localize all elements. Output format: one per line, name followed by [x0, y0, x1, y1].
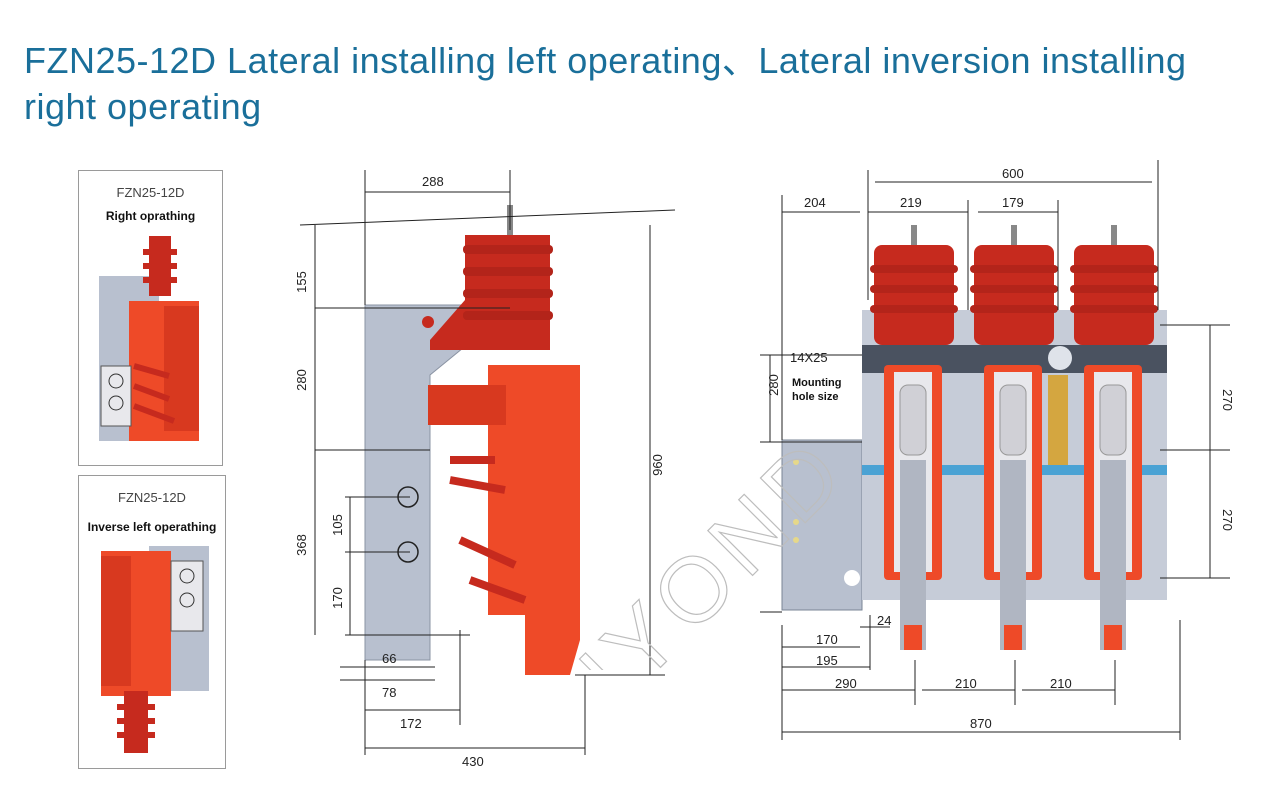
dim-gap-24: 24: [877, 613, 891, 628]
vacuum-interrupter: [899, 384, 927, 456]
dim-hole-spacing: 105: [330, 514, 345, 536]
dim-left-height: 280: [766, 374, 781, 396]
dim-total-depth: 430: [462, 754, 484, 769]
page-title: FZN25-12D Lateral installing left operat…: [24, 40, 1187, 127]
dim-offset-66: 66: [382, 651, 396, 666]
dim-offset-78: 78: [382, 685, 396, 700]
dim-pitch-210-b: 210: [1050, 676, 1072, 691]
thumbnail-caption: Right oprathing: [105, 209, 196, 223]
dim-left-offset: 204: [804, 195, 826, 210]
vacuum-interrupter: [1099, 384, 1127, 456]
dim-pitch-210-a: 210: [955, 676, 977, 691]
dim-total-height: 960: [650, 454, 665, 476]
dim-hole-bottom: 170: [330, 587, 345, 609]
dim-overall-bottom: 870: [970, 716, 992, 731]
dimension-lines: [299, 170, 676, 755]
spring-mechanism: [1048, 375, 1068, 465]
dim-right-upper: 270: [1220, 389, 1235, 411]
front-view-drawing: 600 204 219 179 280 368 270 270 14X25 Mo…: [760, 160, 1235, 740]
dim-pitch-a: 219: [900, 195, 922, 210]
insulator-icon: [1070, 225, 1158, 345]
thumbnail-model: FZN25-12D: [118, 490, 186, 505]
dim-pitch-b: 179: [1002, 195, 1024, 210]
dim-mid-height: 280: [294, 369, 309, 391]
dim-right-lower: 270: [1220, 509, 1235, 531]
dim-w-195: 195: [816, 653, 838, 668]
thumbnail-model: FZN25-12D: [116, 185, 185, 200]
insulator-icon: [117, 691, 155, 753]
thumbnail-inverse-left: FZN25-12D Inverse left operathing: [78, 475, 226, 769]
thumbnail-drawing: [99, 236, 199, 441]
dim-top-height: 155: [294, 271, 309, 293]
phase-3: [1070, 225, 1158, 650]
dim-lower-height: 368: [294, 534, 309, 556]
hole-label-line2: hole size: [792, 391, 838, 403]
insulator-icon: [430, 205, 553, 350]
dim-w-290: 290: [835, 676, 857, 691]
phase-2: [970, 225, 1058, 650]
dim-base-172: 172: [400, 716, 422, 731]
dimension-lines: [760, 160, 1230, 740]
phase-1: [870, 225, 958, 650]
vacuum-interrupter: [999, 384, 1027, 456]
hole-size-value: 14X25: [790, 350, 828, 365]
hole-label-line1: Mounting: [792, 377, 841, 389]
dim-w-170: 170: [816, 632, 838, 647]
insulator-icon: [143, 236, 177, 296]
side-view-drawing: 288 155 280 368 105 170 960 66 78 172 43…: [294, 170, 676, 769]
insulator-icon: [970, 225, 1058, 345]
dim-overall-top: 600: [1002, 166, 1024, 181]
switch-box: [170, 560, 204, 632]
thumbnail-drawing: [101, 546, 209, 753]
thumbnail-caption: Inverse left operathing: [87, 520, 217, 534]
thumbnail-right-operating: FZN25-12D Right oprathing: [78, 170, 223, 466]
insulator-icon: [870, 225, 958, 345]
dim-top-width: 288: [422, 174, 444, 189]
